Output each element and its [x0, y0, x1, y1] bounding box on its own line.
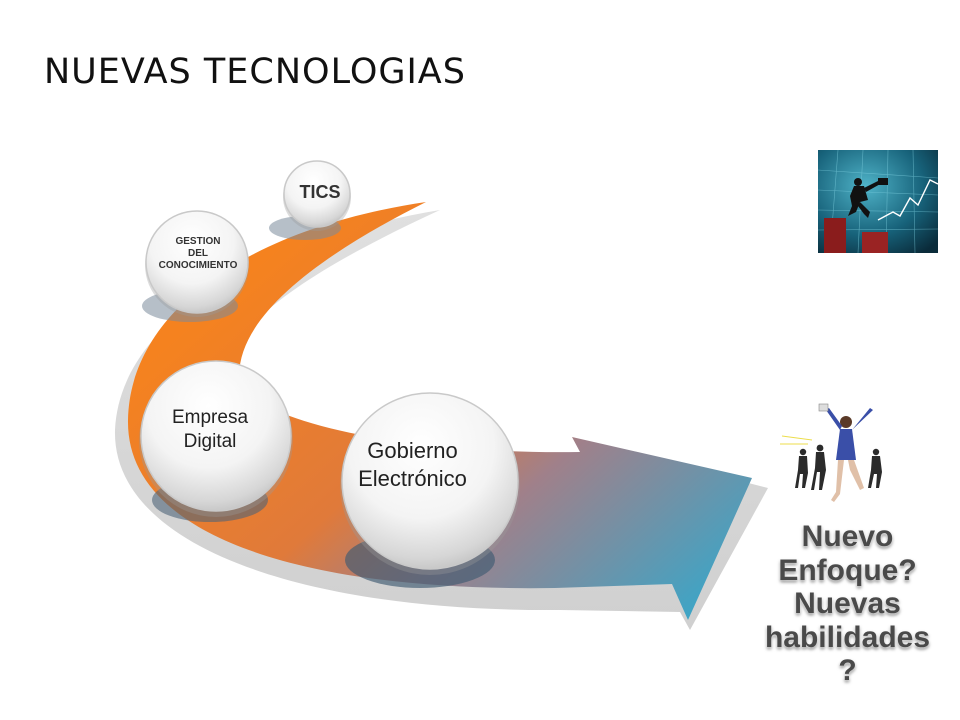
conclusion-line: habilidades [764, 620, 931, 654]
gestion-label-line: CONOCIMIENTO [158, 260, 238, 271]
gobierno-label: Gobierno Electrónico [330, 437, 495, 492]
gestion-circle [145, 210, 249, 317]
gobierno-circle [340, 392, 520, 575]
conclusion-line: Enfoque? [778, 553, 917, 587]
conclusion-text: Nuevo Enfoque? Nuevas habilidades ? [760, 520, 935, 688]
tics-label: TICS [285, 181, 355, 204]
process-arrow [127, 202, 753, 620]
businesswoman-running-photo [778, 398, 898, 518]
gestion-label-line: DEL [188, 248, 208, 259]
gobierno-label-line: Electrónico [358, 465, 467, 491]
gobierno-label-line: Gobierno [367, 438, 458, 463]
tics-label-line: TICS [299, 182, 341, 202]
tics-circle [283, 160, 351, 231]
businessman-chart-photo [818, 150, 938, 253]
slide-title: NUEVAS TECNOLOGIAS [44, 52, 466, 92]
empresa-label-line: Digital [183, 430, 237, 452]
empresa-circle [139, 360, 293, 517]
conclusion-line: Nuevo [801, 520, 894, 553]
conclusion-line: Nuevas [794, 587, 901, 621]
conclusion-line: ? [838, 654, 857, 688]
gestion-label-line: GESTION [175, 236, 221, 247]
empresa-label: Empresa Digital [150, 406, 270, 454]
empresa-label-line: Empresa [171, 407, 249, 428]
gestion-label: GESTION DEL CONOCIMIENTO [143, 236, 253, 272]
